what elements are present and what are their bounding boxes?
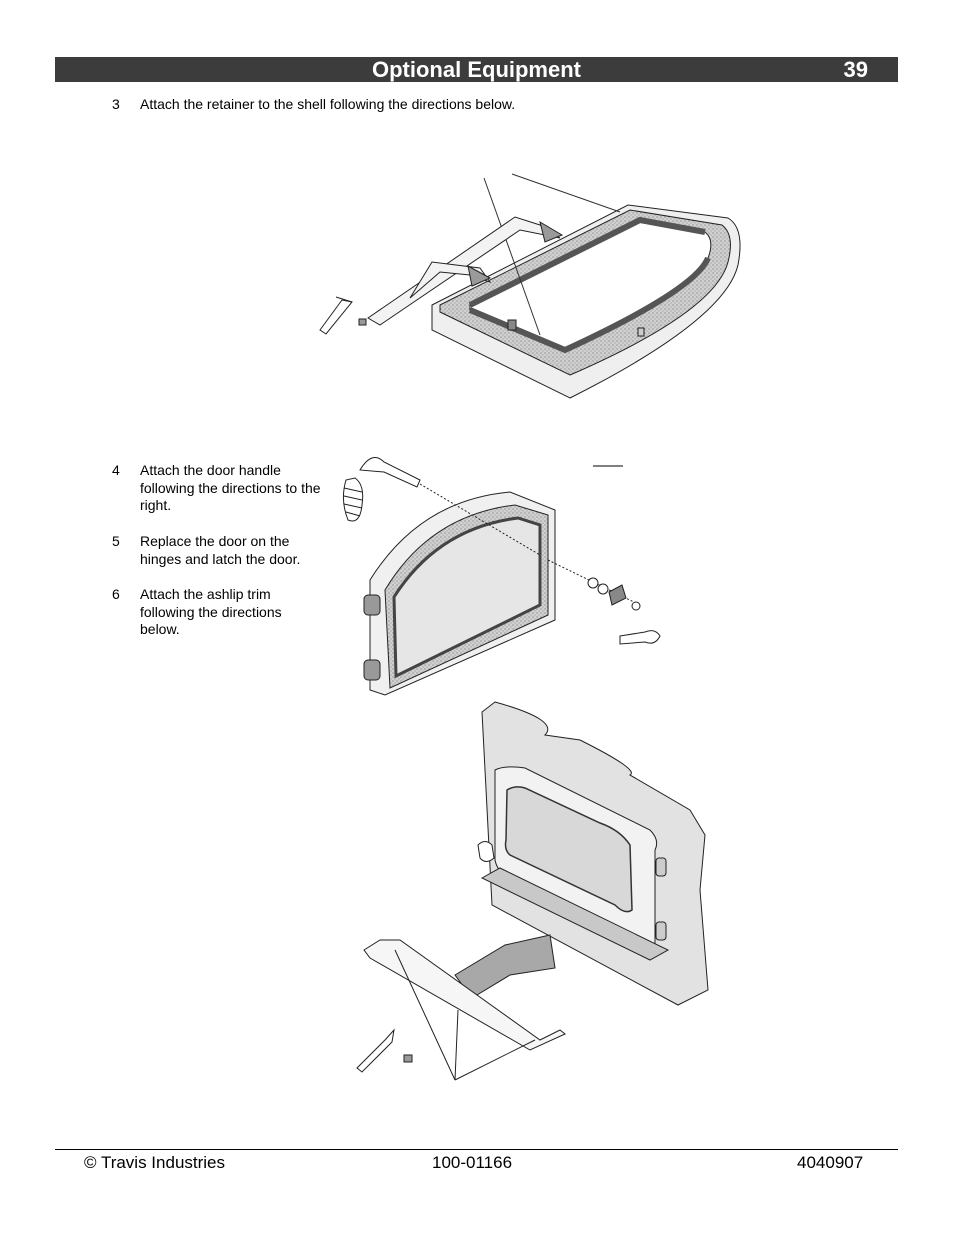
step-text: Replace the door on the hinges and latch…	[140, 533, 301, 567]
step-text: Attach the door handle following the dir…	[140, 462, 321, 513]
step-number: 5	[112, 533, 120, 549]
step-number: 3	[112, 96, 120, 112]
retainer-shell-figure	[319, 173, 741, 399]
step-number: 6	[112, 586, 120, 602]
footer-rule	[55, 1149, 898, 1150]
ashlip-trim-figure	[356, 701, 709, 1081]
step-number: 4	[112, 462, 120, 478]
page-title: Optional Equipment	[372, 57, 581, 82]
page-number: 39	[843, 57, 868, 82]
door-handle-figure	[342, 457, 661, 696]
footer-part-number: 100-01166	[432, 1153, 513, 1172]
step-text: Attach the ashlip trim following the dir…	[140, 586, 282, 637]
footer-doc-code: 4040907	[797, 1153, 864, 1172]
step-text: Attach the retainer to the shell followi…	[140, 96, 516, 112]
header-bar: Optional Equipment 39	[55, 57, 898, 82]
footer-copyright: © Travis Industries	[84, 1153, 226, 1172]
